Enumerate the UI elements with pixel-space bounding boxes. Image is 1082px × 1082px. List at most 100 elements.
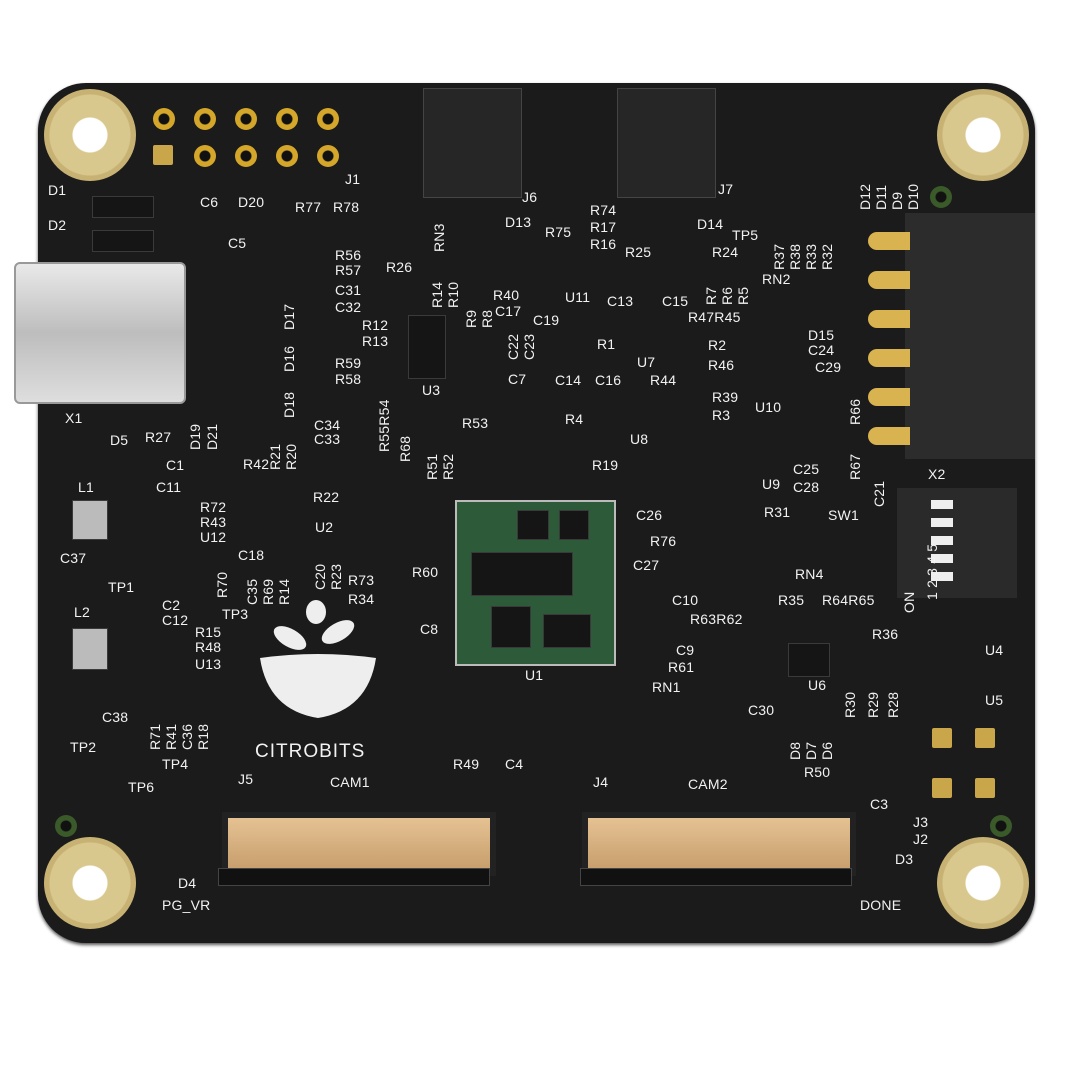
silkscreen-label: TP3 (222, 606, 249, 622)
connector-pin (868, 232, 910, 250)
silkscreen-label: R70 (214, 571, 230, 598)
dip-switch-key[interactable] (931, 536, 953, 545)
silkscreen-label: C6 (200, 194, 219, 210)
silkscreen-label: D6 (819, 741, 835, 760)
silkscreen-label: C7 (508, 371, 527, 387)
header-pin (194, 145, 216, 167)
silkscreen-label: C27 (633, 557, 660, 573)
silkscreen-label: R76 (650, 533, 677, 549)
silkscreen-label: 1 2 3 4 5 (924, 543, 940, 600)
silkscreen-label: D14 (697, 216, 724, 232)
silkscreen-label: R17 (590, 219, 617, 235)
silkscreen-label: U1 (525, 667, 544, 683)
silkscreen-label: J7 (718, 181, 734, 197)
silkscreen-label: C8 (420, 621, 439, 637)
header-pin (276, 108, 298, 130)
silkscreen-label: C29 (815, 359, 842, 375)
silkscreen-label: R41 (163, 723, 179, 750)
silkscreen-label: R51 (424, 453, 440, 480)
silkscreen-label: R21 (267, 443, 283, 470)
silkscreen-label: PG_VR (162, 897, 211, 913)
silkscreen-label: RN2 (762, 271, 791, 287)
via (930, 186, 952, 208)
silkscreen-label: U6 (808, 677, 827, 693)
j3-pin (975, 778, 995, 798)
connector-pin (868, 271, 910, 289)
silkscreen-label: C28 (793, 479, 820, 495)
connector-pin (868, 427, 910, 445)
j4-ffc-connector[interactable] (582, 812, 856, 876)
silkscreen-label: D13 (505, 214, 532, 230)
silkscreen-label: U2 (315, 519, 334, 535)
d1-diode (92, 196, 154, 218)
silkscreen-label: U8 (630, 431, 649, 447)
silkscreen-label: R14 (429, 281, 445, 308)
silkscreen-label: C33 (314, 431, 341, 447)
citrobits-logo (260, 600, 376, 718)
silkscreen-label: R19 (592, 457, 619, 473)
l2-inductor (72, 628, 108, 670)
silkscreen-label: D21 (204, 423, 220, 450)
dip-switch-key[interactable] (931, 518, 953, 527)
silkscreen-label: R6 (719, 286, 735, 305)
sw1-dip-switch[interactable] (897, 488, 1017, 598)
silkscreen-label: D10 (905, 183, 921, 210)
silkscreen-label: C10 (672, 592, 699, 608)
j6-connector (423, 88, 522, 198)
silkscreen-label: R67 (847, 453, 863, 480)
silkscreen-label: RN3 (431, 223, 447, 252)
dip-switch-key[interactable] (931, 500, 953, 509)
silkscreen-label: C20 (312, 563, 328, 590)
silkscreen-label: R55R54 (376, 399, 392, 452)
silkscreen-label: J5 (238, 771, 254, 787)
dip-switch-key[interactable] (931, 554, 953, 563)
silkscreen-label: D1 (48, 182, 67, 198)
silkscreen-label: R61 (668, 659, 695, 675)
silkscreen-label: R75 (545, 224, 572, 240)
silkscreen-label: R10 (445, 281, 461, 308)
silkscreen-label: C12 (162, 612, 189, 628)
j3-pin (932, 778, 952, 798)
usb-c-connector (14, 262, 186, 404)
silkscreen-label: C14 (555, 372, 582, 388)
j5-ffc-connector[interactable] (222, 812, 496, 876)
silkscreen-label: R44 (650, 372, 677, 388)
silkscreen-label: R69 (260, 578, 276, 605)
silkscreen-label: C13 (607, 293, 634, 309)
silkscreen-label: R23 (328, 563, 344, 590)
silkscreen-label: C4 (505, 756, 524, 772)
silkscreen-label: C5 (228, 235, 247, 251)
silkscreen-label: C25 (793, 461, 820, 477)
silkscreen-label: C3 (870, 796, 889, 812)
silkscreen-label: D11 (873, 184, 889, 210)
silkscreen-label: R42 (243, 456, 270, 472)
silkscreen-label: R53 (462, 415, 489, 431)
silkscreen-label: R1 (597, 336, 616, 352)
silkscreen-label: U12 (200, 529, 227, 545)
silkscreen-label: R46 (708, 357, 735, 373)
silkscreen-label: J4 (593, 774, 609, 790)
silkscreen-label: R71 (147, 723, 163, 750)
silkscreen-label: R77 (295, 199, 322, 215)
silkscreen-label: R50 (804, 764, 831, 780)
silkscreen-label: D17 (281, 303, 297, 330)
connector-pin (868, 310, 910, 328)
header-pin (276, 145, 298, 167)
silkscreen-label: R16 (590, 236, 617, 252)
silkscreen-label: R63R62 (690, 611, 743, 627)
header-pin (317, 108, 339, 130)
silkscreen-label: R26 (386, 259, 413, 275)
silkscreen-label: U13 (195, 656, 222, 672)
silkscreen-label: R9 (463, 309, 479, 328)
silkscreen-label: ON (901, 591, 917, 613)
silkscreen-label: D12 (857, 183, 873, 210)
silkscreen-label: R48 (195, 639, 222, 655)
silkscreen-label: R40 (493, 287, 520, 303)
module-chip (559, 510, 589, 540)
u6-chip (788, 643, 830, 677)
silkscreen-label: C24 (808, 342, 835, 358)
silkscreen-label: R58 (335, 371, 362, 387)
silkscreen-label: C35 (244, 578, 260, 605)
silkscreen-label: X2 (928, 466, 946, 482)
dip-switch-key[interactable] (931, 572, 953, 581)
